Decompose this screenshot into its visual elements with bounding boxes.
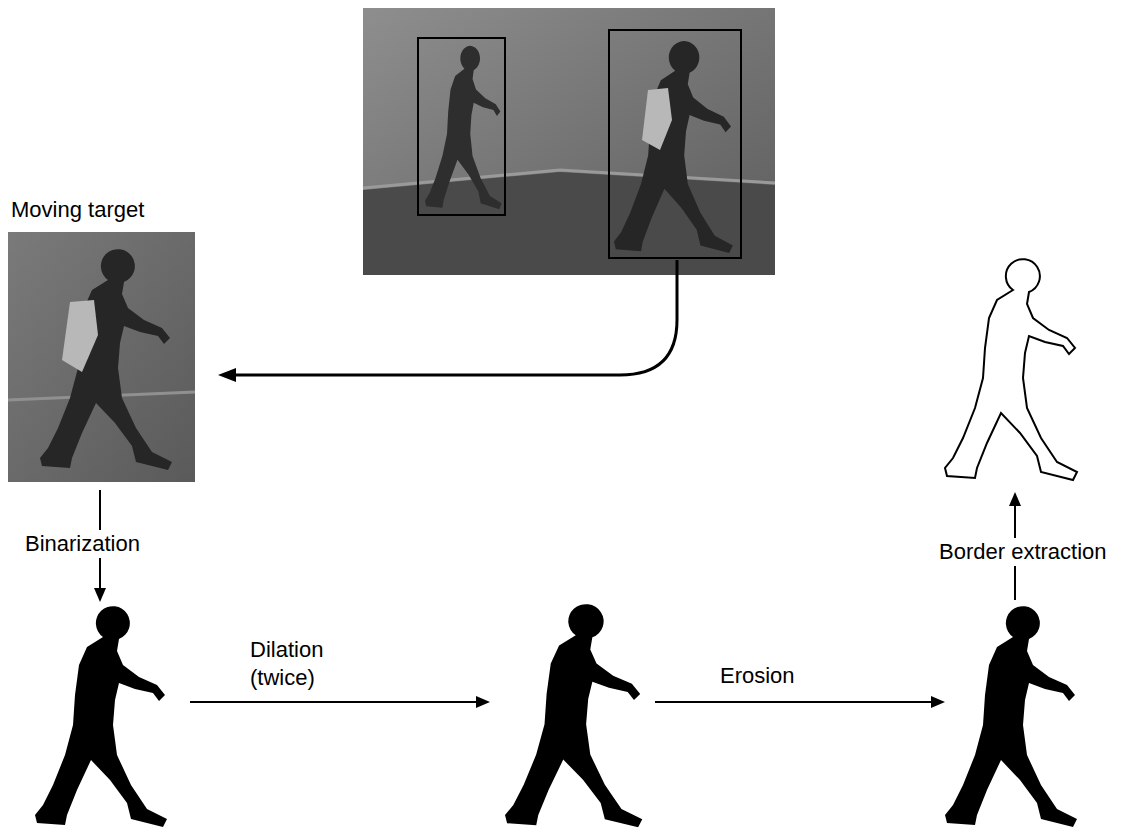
dilated-silhouette xyxy=(505,604,642,827)
photo-floor xyxy=(363,172,775,275)
target-crop xyxy=(8,232,195,482)
wall-baseline xyxy=(363,170,775,188)
photo-ground xyxy=(363,8,775,275)
target-box xyxy=(609,30,741,258)
step-label: Border extraction xyxy=(936,538,1110,566)
panel-heading: Moving target xyxy=(8,196,147,224)
silhouette-hole xyxy=(62,640,78,658)
arrow-head xyxy=(476,696,490,708)
person-small xyxy=(425,46,502,209)
curved-arrow xyxy=(232,260,677,375)
person-shirt xyxy=(642,88,672,150)
step-arrow xyxy=(655,701,933,703)
step-label: Erosion xyxy=(717,662,798,690)
scene-photo xyxy=(363,8,775,275)
arrow-head xyxy=(94,588,106,602)
binary-silhouette xyxy=(35,606,167,827)
step-arrow xyxy=(190,701,478,703)
arrow-head xyxy=(931,696,945,708)
eroded-silhouette xyxy=(945,606,1077,827)
arrow-head xyxy=(1009,492,1021,506)
person-large xyxy=(614,41,733,253)
person-shirt xyxy=(62,300,98,372)
border-outline xyxy=(945,259,1077,480)
target-box xyxy=(418,38,505,215)
step-label: Dilation (twice) xyxy=(247,636,348,691)
crop-ground xyxy=(8,232,195,482)
person-crop xyxy=(40,249,172,470)
arrow-head xyxy=(218,368,236,382)
step-label: Binarization xyxy=(22,530,143,558)
